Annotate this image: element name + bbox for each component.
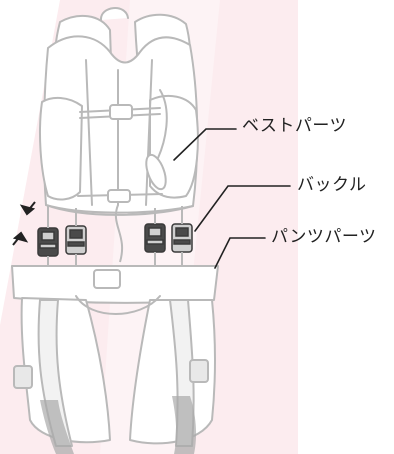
buckle-label: バックル: [297, 175, 367, 195]
vest-chest-buckle: [109, 104, 133, 120]
vest-left-pocket: [39, 96, 83, 201]
buckle-4: [171, 223, 193, 253]
callout-line-vest: [173, 128, 237, 161]
callout-line-pants: [214, 237, 266, 269]
vest-inner-seam-left: [85, 59, 93, 206]
callout-line-buckle: [194, 185, 291, 232]
pants-shading: [40, 396, 197, 454]
pants-crotch-strap: [75, 295, 161, 315]
vest-hose-valve: [145, 153, 167, 191]
buckle-1: [37, 227, 59, 257]
callout-lines: [173, 128, 291, 269]
buckle-3: [144, 223, 166, 253]
vest-part: [39, 7, 199, 216]
vest-inner-seam-right: [145, 59, 153, 206]
vest-top-handle: [99, 7, 129, 21]
buckle-2: [65, 225, 87, 255]
attach-arrows: [12, 201, 36, 246]
pants-left-leg-buckle: [13, 365, 33, 389]
vest-waist-buckle: [107, 189, 131, 203]
buckle-straps: [47, 206, 183, 266]
center-tube: [114, 204, 124, 263]
pants-waist-buckle: [93, 269, 121, 289]
pants-part-label: パンツパーツ: [271, 227, 377, 247]
vest-part-label: ベストパーツ: [242, 116, 347, 136]
vest-hose: [157, 89, 168, 159]
pants-right-leg-buckle: [189, 359, 209, 383]
